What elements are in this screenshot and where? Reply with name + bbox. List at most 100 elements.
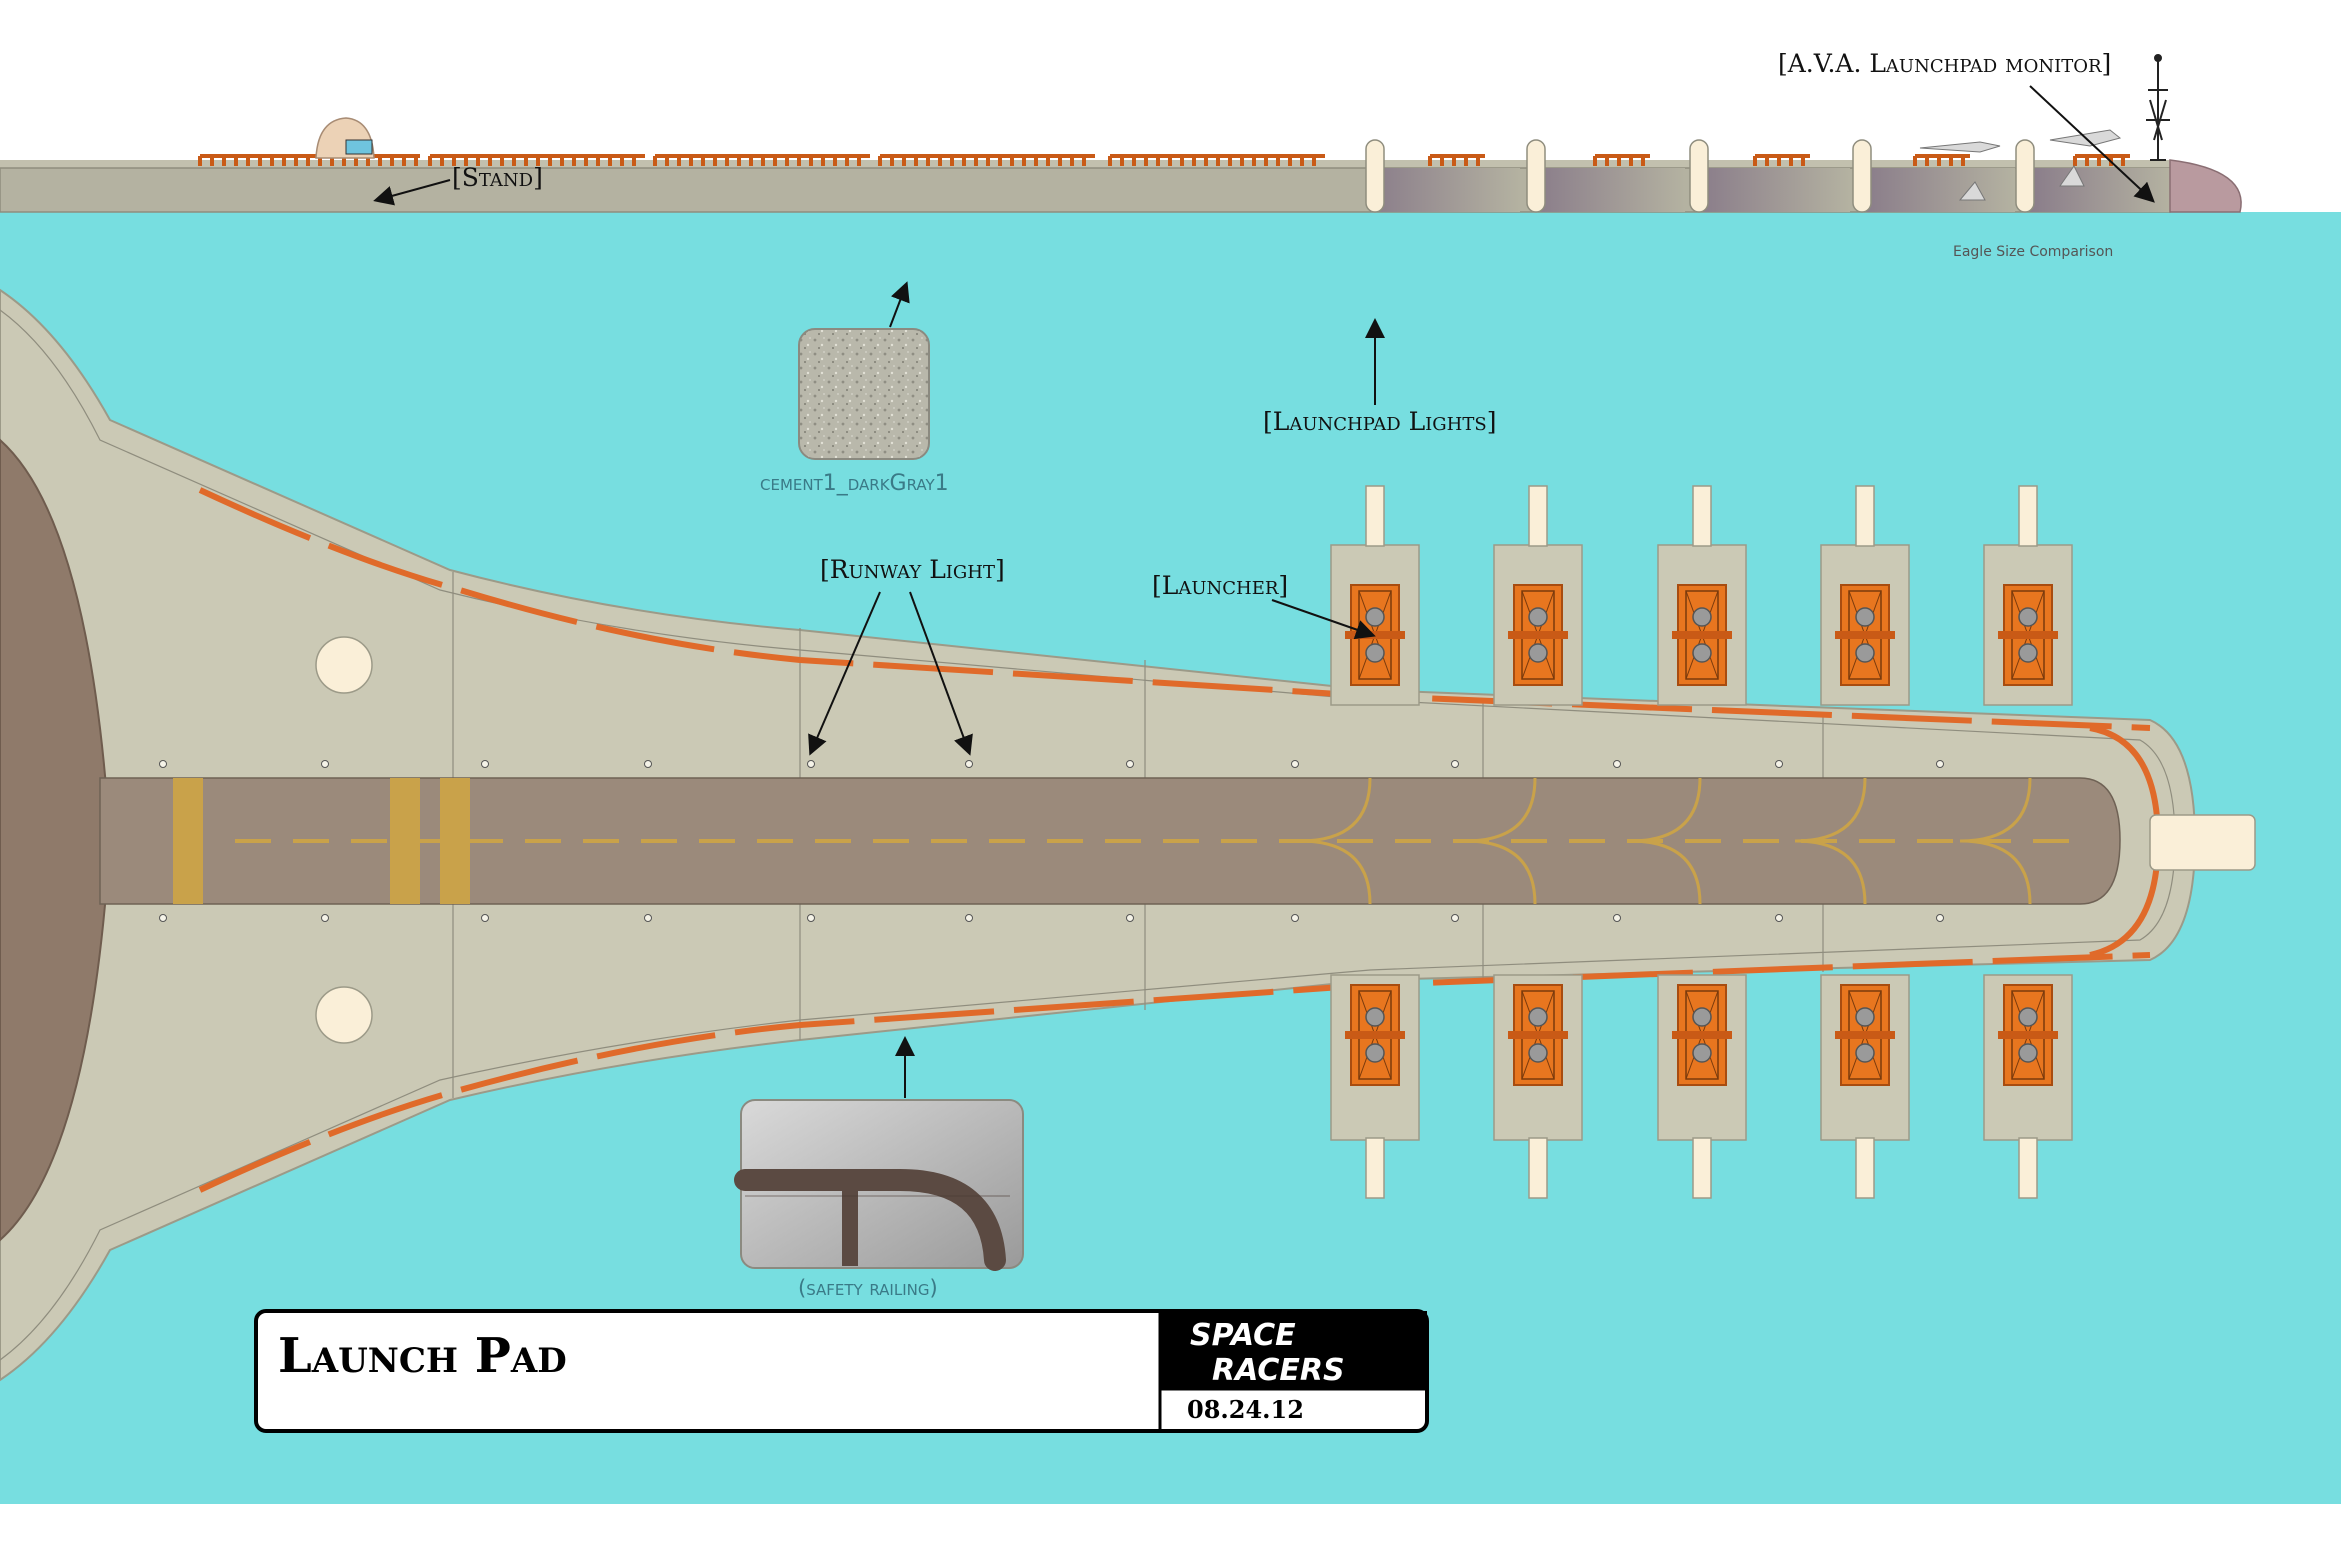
railing-segment [1428,154,1485,166]
logo-racers: RACERS [1212,1353,1345,1388]
label-ava-monitor: [A.V.A. Launchpad monitor] [1778,49,2111,78]
launcher [1834,584,1896,686]
launch-bay [1330,974,1420,1199]
light-post [1365,485,1385,547]
label-cement-swatch: cement1_darkGray1 [760,471,949,496]
pad-plan [0,288,2256,1382]
logo-panel [1160,1311,1427,1389]
light-post [2018,485,2038,547]
light-post [1692,485,1712,547]
runway-light [965,760,973,768]
arrow-stand [373,179,451,206]
runway-light [321,760,329,768]
stand [315,117,375,159]
runway-light [481,914,489,922]
launch-bay [1493,485,1583,706]
light-post [1852,139,1872,213]
railing-segment [878,154,1095,166]
runway-light [1936,914,1944,922]
label-runway-light: [Runway Light] [820,555,1005,584]
label-eagle-comparison: Eagle Size Comparison [1953,244,2113,260]
launcher [1344,584,1406,686]
light-post [2015,139,2035,213]
railing-segment [1753,154,1810,166]
light-post [1855,1137,1875,1199]
arrow-cement [889,281,910,328]
launcher [1671,584,1733,686]
launch-bay [1657,974,1747,1199]
runway-light [965,914,973,922]
ava-monitor-tower [2146,54,2170,161]
runway-light [321,914,329,922]
runway-light [1775,760,1783,768]
railing-segment [428,154,645,166]
launcher [1507,584,1569,686]
threshold-bar [173,778,203,904]
light-post [1855,485,1875,547]
launcher [1997,584,2059,686]
light-post [2018,1137,2038,1199]
launch-bay [1657,485,1747,706]
launcher [1344,984,1406,1086]
runway-light [1291,914,1299,922]
runway-light [159,760,167,768]
safety-railing-inset [734,1099,1024,1271]
runway-light [481,760,489,768]
runway-light [1613,914,1621,922]
light-post [1365,139,1385,213]
light-post [1528,485,1548,547]
runway-light [644,914,652,922]
label-stand: [Stand] [452,163,543,192]
light-post [1365,1137,1385,1199]
launch-bay [1820,974,1910,1199]
launch-bay [1983,485,2073,706]
light-post [1528,1137,1548,1199]
end-terminal [2149,814,2256,871]
launch-bay [1820,485,1910,706]
runway-light [1126,760,1134,768]
railing-segment [653,154,870,166]
launcher [1834,984,1896,1086]
label-launchpad-lights: [Launchpad Lights] [1263,407,1496,436]
pad-marker-circle [315,636,373,694]
runway-light [1613,760,1621,768]
launch-bays [1330,485,2073,1199]
runway-light [1936,760,1944,768]
railing-segment [198,154,420,166]
date-text: 08.24.12 [1187,1395,1304,1424]
cement-swatch [798,328,930,460]
logo-space: SPACE [1190,1318,1296,1353]
title-text: Launch Pad [278,1328,567,1384]
launcher [1997,984,2059,1086]
railing-row [198,154,2130,166]
label-launcher: [Launcher] [1152,571,1288,600]
light-post [1692,1137,1712,1199]
light-post [1689,139,1709,213]
runway-lights [159,760,1944,922]
launcher [1671,984,1733,1086]
runway-light [1291,760,1299,768]
runway-light [807,760,815,768]
runway-light [644,760,652,768]
runway-light [159,914,167,922]
side-elevation [0,54,2242,213]
runway-light [1451,914,1459,922]
arrow-launcher [1271,599,1376,640]
light-post [1526,139,1546,213]
launch-bay [1983,974,2073,1199]
railing-segment [1108,154,1325,166]
launch-bay [1493,974,1583,1199]
arrow-runway-1 [808,591,881,756]
label-safety-railing: (safety railing) [798,1276,938,1300]
runway-light [1126,914,1134,922]
title-block: Launch Pad SPACE RACERS 08.24.12 [254,1309,1429,1433]
runway-light [807,914,815,922]
end-dome [2169,159,2242,213]
arrow-runway-2 [909,591,973,756]
arrow-ava [2029,85,2155,203]
runway-light [1451,760,1459,768]
launcher [1507,984,1569,1086]
pad-marker-circle [315,986,373,1044]
railing-segment [1913,154,1970,166]
